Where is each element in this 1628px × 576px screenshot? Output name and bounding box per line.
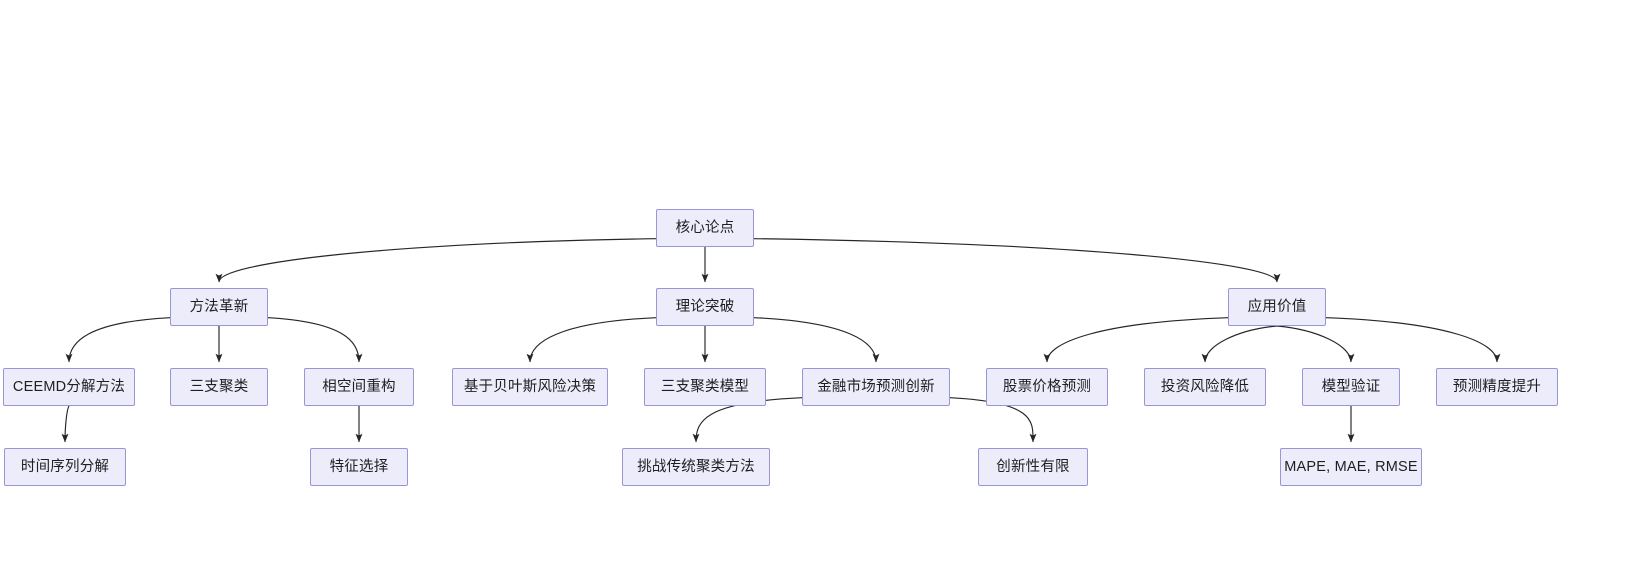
edge-b2-to-c6: [753, 317, 880, 363]
node-c9[interactable]: 模型验证: [1302, 368, 1400, 406]
edge-b1-to-c3: [267, 317, 363, 363]
node-label: 相空间重构: [322, 378, 396, 395]
node-c4[interactable]: 基于贝叶斯风险决策: [452, 368, 608, 406]
node-label: MAPE, MAE, RMSE: [1284, 458, 1418, 475]
node-d5[interactable]: MAPE, MAE, RMSE: [1280, 448, 1422, 486]
edge-b3-to-c10: [1325, 317, 1501, 363]
node-label: 挑战传统聚类方法: [637, 458, 755, 475]
node-label: 特征选择: [329, 458, 389, 475]
node-label: CEEMD分解方法: [12, 378, 126, 395]
node-label: 三支聚类: [189, 378, 249, 395]
node-d3[interactable]: 挑战传统聚类方法: [622, 448, 770, 486]
edge-b3-to-c7: [1043, 317, 1229, 363]
edge-c1-to-d1: [61, 405, 70, 443]
node-label: 三支聚类模型: [660, 378, 750, 395]
node-c5[interactable]: 三支聚类模型: [644, 368, 766, 406]
node-label: 时间序列分解: [20, 458, 110, 475]
node-root[interactable]: 核心论点: [656, 209, 754, 247]
node-c3[interactable]: 相空间重构: [304, 368, 414, 406]
edge-b2-to-c4: [526, 317, 657, 363]
edge-root-to-b3: [753, 238, 1281, 283]
node-label: 基于贝叶斯风险决策: [463, 378, 597, 395]
node-label: 核心论点: [675, 219, 735, 236]
node-d1[interactable]: 时间序列分解: [4, 448, 126, 486]
node-c6[interactable]: 金融市场预测创新: [802, 368, 950, 406]
edge-b3-to-c9: [1276, 325, 1355, 363]
node-b1[interactable]: 方法革新: [170, 288, 268, 326]
node-b3[interactable]: 应用价值: [1228, 288, 1326, 326]
node-d2[interactable]: 特征选择: [310, 448, 408, 486]
node-label: 创新性有限: [996, 458, 1070, 475]
node-c8[interactable]: 投资风险降低: [1144, 368, 1266, 406]
node-d4[interactable]: 创新性有限: [978, 448, 1088, 486]
node-c1[interactable]: CEEMD分解方法: [3, 368, 135, 406]
edge-root-to-b1: [215, 238, 657, 283]
node-b2[interactable]: 理论突破: [656, 288, 754, 326]
node-label: 股票价格预测: [1002, 378, 1092, 395]
node-c7[interactable]: 股票价格预测: [986, 368, 1108, 406]
node-c10[interactable]: 预测精度提升: [1436, 368, 1558, 406]
node-label: 理论突破: [675, 298, 735, 315]
edge-b1-to-c1: [65, 317, 171, 363]
node-label: 模型验证: [1321, 378, 1381, 395]
edge-b3-to-c8: [1201, 325, 1278, 363]
node-label: 预测精度提升: [1452, 378, 1542, 395]
node-label: 金融市场预测创新: [817, 378, 935, 395]
node-label: 应用价值: [1247, 298, 1307, 315]
node-c2[interactable]: 三支聚类: [170, 368, 268, 406]
node-label: 方法革新: [189, 298, 249, 315]
node-label: 投资风险降低: [1160, 378, 1250, 395]
